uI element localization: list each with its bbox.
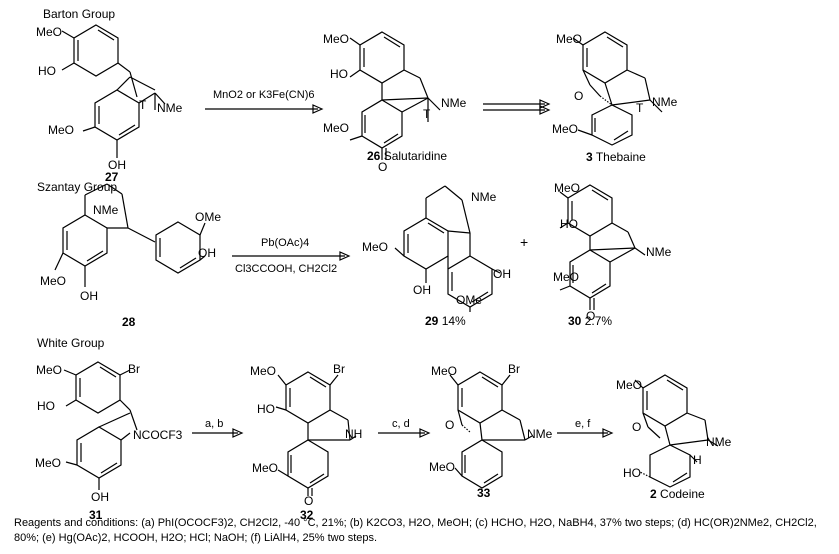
atom-label-meo: MeO [35,456,62,470]
compound-yield-29: 14% [441,314,466,328]
atom-label-meo: MeO [552,122,579,136]
condition-szantay-top: Pb(OAc)4 [261,237,310,249]
compound-yield-30: 2.7% [584,314,613,328]
condition-barton: MnO2 or K3Fe(CN)6 [213,89,315,101]
atom-label-h: H [693,453,702,467]
compound-number-3: 3 [586,150,593,164]
atom-label-nme: NMe [706,435,732,449]
atom-label-meo: MeO [616,378,643,392]
atom-label-br: Br [333,362,345,376]
heading-white-group: White Group [37,336,105,350]
atom-label-oh: OH [91,490,109,504]
heading-szantay-group: Szantay Group [37,180,118,194]
atom-label-meo: MeO [554,181,581,195]
compound-number-29: 29 [425,314,439,328]
condition-cd: c, d [392,418,410,430]
structure-27 [61,24,166,158]
compound-number-2: 2 [650,487,657,501]
structure-30 [559,184,646,310]
atom-label-o: O [304,494,314,508]
reagents-and-conditions-footnote: Reagents and conditions: (a) PhI(OCOCF3)… [14,517,817,544]
atom-label-meo: MeO [362,240,389,254]
atom-label-meo: MeO [429,460,456,474]
atom-label-ho: HO [560,217,578,231]
atom-label-oh: OH [108,158,126,172]
atom-label-o: O [632,420,642,434]
atom-label-oh: OH [198,246,216,260]
structure-28 [54,183,206,287]
atom-label-meo: MeO [250,364,277,378]
compound-caption-30: 30 2.7% [568,314,612,328]
plus-sign: + [520,234,529,250]
atom-label-meo: MeO [323,32,350,46]
condition-szantay-bottom: Cl3CCOOH, CH2Cl2 [235,263,338,275]
compound-number-27: 27 [105,170,119,184]
compound-number-32: 32 [300,508,314,522]
condition-ef: e, f [575,418,591,430]
atom-label-t: T [636,101,644,115]
condition-ab: a, b [205,418,224,430]
atom-label-meo: MeO [40,274,67,288]
structure-32 [275,371,357,496]
atom-label-t: T [139,98,147,112]
atom-label-nme: NMe [527,427,553,441]
atom-label-meo: MeO [36,363,63,377]
atom-label-meo: MeO [323,121,350,135]
compound-caption-3: 3 Thebaine [586,150,646,164]
atom-label-meo: MeO [556,32,583,46]
compound-name-26: Salutaridine [383,149,448,163]
heading-barton-group: Barton Group [43,7,116,21]
compound-number-28: 28 [122,315,136,329]
structure-33 [449,371,533,489]
compound-number-30: 30 [568,314,582,328]
structure-29 [394,185,501,312]
atom-label-ncocf3: NCOCF3 [133,428,183,442]
atom-label-meo: MeO [252,461,279,475]
atom-label-ho: HO [330,67,348,81]
atom-label-nme: NMe [157,101,183,115]
atom-label-meo: MeO [431,364,458,378]
atom-label-oh: OH [493,267,511,281]
atom-label-o: O [445,418,455,432]
atom-label-nme: NMe [441,96,467,110]
compound-name-3: Thebaine [595,150,646,164]
atom-label-nme: NMe [646,245,672,259]
compound-number-26: 26 [367,149,381,163]
compound-name-2: Codeine [660,487,705,501]
atom-label-ome: OMe [195,210,222,224]
atom-label-ome: OMe [456,293,483,307]
atom-label-o: O [574,89,584,103]
atom-label-meo: MeO [36,25,63,39]
atom-label-ho: HO [257,402,275,416]
structure-2 [634,374,719,488]
atom-label-nme: NMe [652,95,678,109]
atom-label-meo: MeO [553,270,580,284]
atom-label-nh: NH [345,427,363,441]
atom-label-nme: NMe [93,203,119,217]
compound-caption-29: 29 14% [425,314,466,328]
atom-label-t: T [423,107,431,121]
atom-label-o: O [586,309,596,323]
compound-caption-26: 26 Salutaridine [367,149,447,163]
atom-label-o: O [378,160,388,174]
atom-label-nme: NMe [471,190,497,204]
compound-number-33: 33 [477,486,491,500]
atom-label-meo: MeO [48,123,75,137]
structure-3 [572,31,663,146]
structure-31 [63,361,138,490]
atom-label-ho: HO [623,466,641,480]
structure-26 [349,31,441,160]
atom-label-ho: HO [37,399,55,413]
atom-label-br: Br [128,362,140,376]
compound-caption-2: 2 Codeine [650,487,705,501]
atom-label-ho: HO [38,64,56,78]
atom-label-oh: OH [413,283,431,297]
compound-number-31: 31 [89,508,103,522]
atom-label-oh: OH [80,289,98,303]
atom-label-br: Br [508,362,520,376]
